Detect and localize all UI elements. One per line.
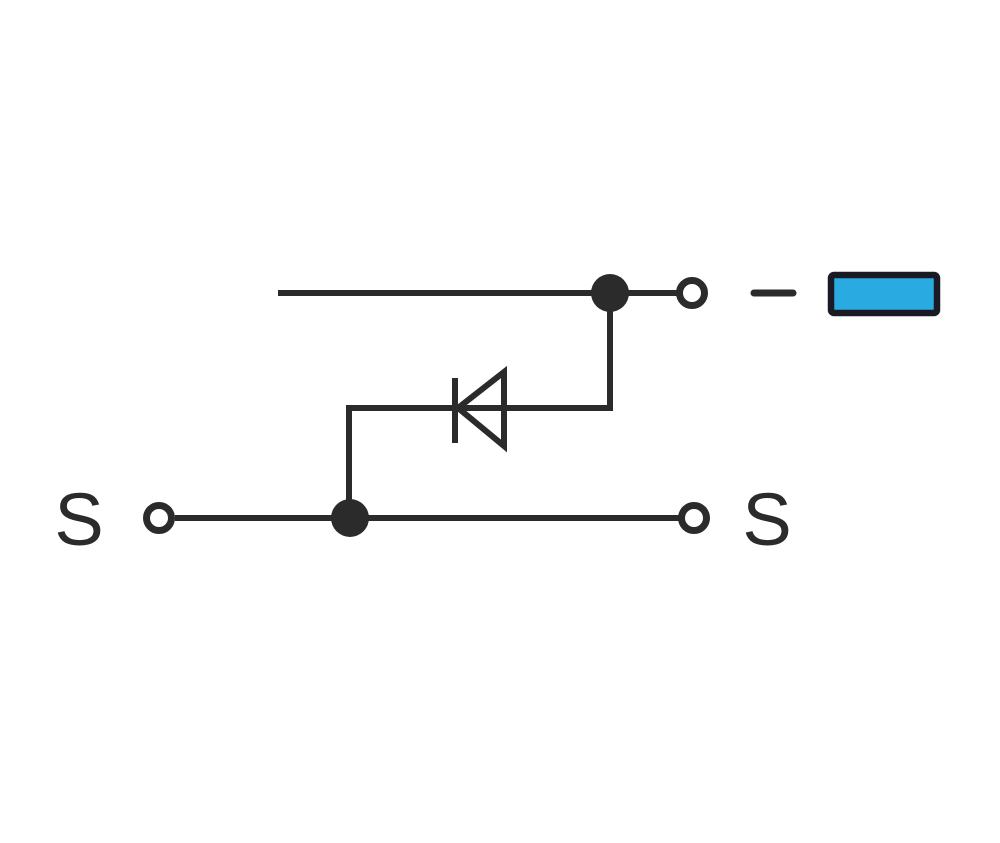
terminal-circle-top (676, 277, 708, 309)
blue-marker (827, 271, 941, 317)
diode-icon (452, 365, 507, 453)
terminal-label-left: S (54, 478, 103, 561)
diode-triangle (453, 365, 507, 453)
terminal-label-right: S (742, 478, 791, 561)
diode-branch-wire (346, 293, 613, 518)
terminal-circle-bottom-right (678, 502, 710, 534)
terminal-circle-bottom-left (143, 502, 175, 534)
junction-dot-top (591, 274, 629, 312)
junction-dot-bottom (331, 499, 369, 537)
